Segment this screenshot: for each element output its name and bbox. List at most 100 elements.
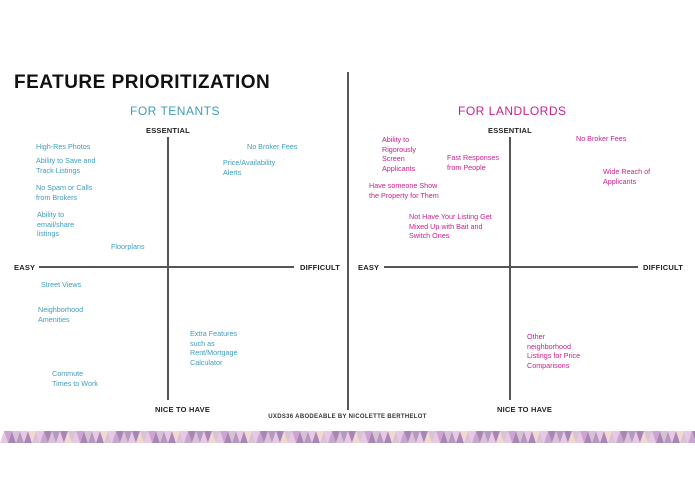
pattern-triangle [428, 431, 436, 443]
landlords-vertical-axis [509, 137, 511, 400]
page-title: FEATURE PRIORITIZATION [14, 72, 271, 93]
pattern-triangle [476, 431, 484, 443]
pattern-triangle [628, 431, 636, 443]
pattern-triangle [336, 431, 344, 443]
pattern-triangle [184, 431, 192, 443]
pattern-triangle [672, 431, 680, 443]
pattern-triangle [32, 431, 40, 443]
landlord-feature-show-property: Have someone Show the Property for Them [369, 181, 439, 200]
pattern-triangle [684, 431, 692, 443]
pattern-triangle [596, 431, 604, 443]
pattern-triangle [544, 431, 552, 443]
pattern-triangle [612, 431, 620, 443]
pattern-triangle [36, 431, 44, 443]
pattern-triangle [96, 431, 104, 443]
pattern-triangle [444, 431, 452, 443]
pattern-triangle [80, 431, 88, 443]
pattern-triangle [244, 431, 252, 443]
pattern-triangle [360, 431, 368, 443]
pattern-triangle [100, 431, 108, 443]
landlords-heading: FOR LANDLORDS [458, 104, 567, 118]
landlord-feature-comparisons: Other neighborhood Listings for Price Co… [527, 332, 581, 370]
tenant-feature-high-res-photos: High-Res Photos [36, 142, 91, 151]
pattern-triangle [160, 431, 168, 443]
pattern-triangle [272, 431, 280, 443]
pattern-triangle [196, 431, 204, 443]
landlords-axis-nice-to-have: NICE TO HAVE [497, 405, 553, 414]
pattern-triangle [168, 431, 176, 443]
pattern-triangle [396, 431, 404, 443]
decorative-pattern-strip [0, 431, 695, 443]
pattern-triangle [456, 431, 464, 443]
pattern-triangle [212, 431, 220, 443]
pattern-triangle [152, 431, 160, 443]
tenant-feature-email-share: Ability to email/share listings [37, 210, 75, 238]
pattern-triangle [264, 431, 272, 443]
tenant-feature-neighborhood-amenities: Neighborhood Amenities [38, 305, 84, 324]
pattern-triangle [484, 431, 492, 443]
pattern-triangle [576, 431, 584, 443]
footer-credit: UXDS36 ABODEABLE BY NICOLETTE BERTHELOT [268, 414, 427, 420]
landlords-axis-essential: ESSENTIAL [488, 126, 532, 135]
pattern-triangle [260, 431, 268, 443]
pattern-triangle [188, 431, 196, 443]
landlord-feature-fast-responses: Fast Responses from People [447, 153, 499, 172]
tenants-heading: FOR TENANTS [130, 104, 220, 118]
pattern-triangle [176, 431, 184, 443]
pattern-triangle [496, 431, 504, 443]
pattern-triangle [144, 431, 152, 443]
pattern-triangle [372, 431, 380, 443]
pattern-triangle [520, 431, 528, 443]
landlords-axis-easy: EASY [358, 263, 380, 272]
pattern-triangle [216, 431, 224, 443]
pattern-triangle [412, 431, 420, 443]
pattern-triangle [296, 431, 304, 443]
pattern-triangle [304, 431, 312, 443]
pattern-triangle [404, 431, 412, 443]
landlords-horizontal-axis [384, 266, 638, 268]
pattern-triangle [4, 431, 12, 443]
tenant-feature-extra-features: Extra Features such as Rent/Mortgage Cal… [190, 329, 238, 367]
pattern-triangle [312, 431, 320, 443]
landlord-feature-no-broker-fees: No Broker Fees [576, 134, 627, 143]
pattern-triangle [208, 431, 216, 443]
pattern-triangle [8, 431, 16, 443]
pattern-triangle [432, 431, 440, 443]
pattern-triangle [72, 431, 80, 443]
pattern-triangle [308, 431, 316, 443]
pattern-triangle [76, 431, 84, 443]
pattern-triangle [352, 431, 360, 443]
pattern-triangle [548, 431, 556, 443]
tenants-axis-nice-to-have: NICE TO HAVE [155, 405, 211, 414]
tenants-axis-essential: ESSENTIAL [146, 126, 190, 135]
pattern-triangle [368, 431, 376, 443]
pattern-triangle [124, 431, 132, 443]
pattern-triangle [320, 431, 328, 443]
tenant-feature-floorplans: Floorplans [111, 242, 145, 251]
pattern-triangle [648, 431, 656, 443]
pattern-triangle [12, 431, 20, 443]
pattern-triangle [424, 431, 432, 443]
pattern-triangle [232, 431, 240, 443]
pattern-triangle [300, 431, 308, 443]
pattern-triangle [344, 431, 352, 443]
pattern-triangle [252, 431, 260, 443]
pattern-triangle [84, 431, 92, 443]
tenant-feature-commute-times: Commute Times to Work [52, 369, 98, 388]
tenant-feature-no-broker-fees: No Broker Fees [247, 142, 298, 151]
pattern-triangle [568, 431, 576, 443]
pattern-triangle [240, 431, 248, 443]
pattern-triangle [128, 431, 136, 443]
pattern-triangle [480, 431, 488, 443]
pattern-triangle [420, 431, 428, 443]
tenants-axis-easy: EASY [14, 263, 36, 272]
pattern-triangle [364, 431, 372, 443]
pattern-triangle [408, 431, 416, 443]
pattern-triangle [416, 431, 424, 443]
pattern-triangle [564, 431, 572, 443]
pattern-triangle [680, 431, 688, 443]
pattern-triangle [452, 431, 460, 443]
panel-divider [347, 72, 349, 410]
pattern-triangle [440, 431, 448, 443]
pattern-triangle [16, 431, 24, 443]
